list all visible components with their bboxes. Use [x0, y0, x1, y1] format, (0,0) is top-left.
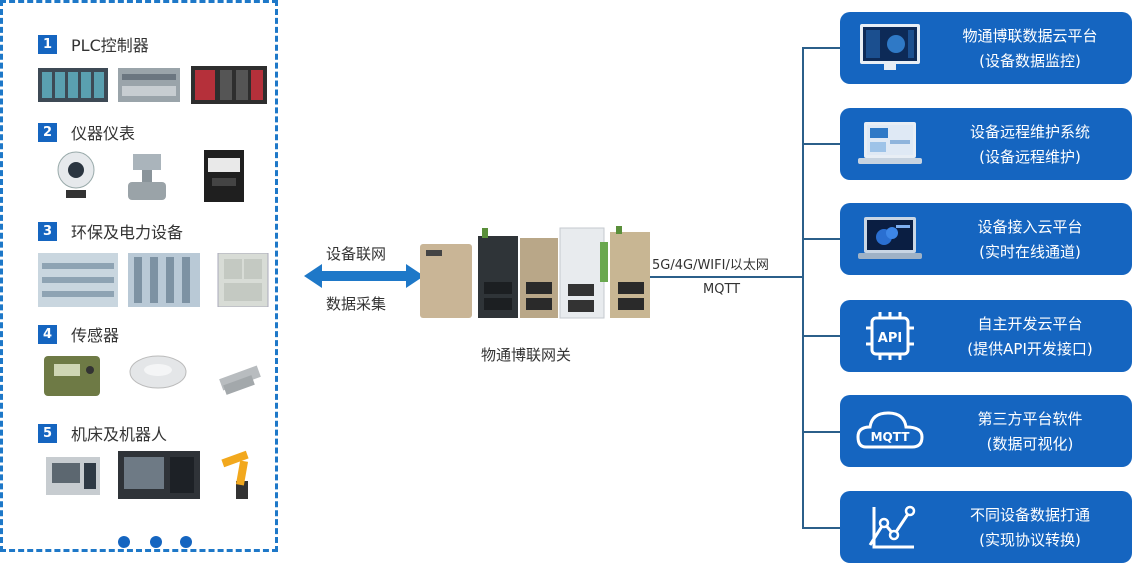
branch-line [802, 527, 840, 529]
platform-box-data-cloud: 物通博联数据云平台 (设备数据监控) [840, 12, 1132, 84]
platform-title: 自主开发云平台 [977, 315, 1083, 333]
category-number: 2 [38, 122, 57, 142]
category-instruments: 2 仪器仪表 [38, 122, 136, 143]
device-category-panel [0, 0, 278, 552]
gateway-connector-line [650, 276, 803, 278]
category-title: 环保及电力设备 [71, 223, 184, 242]
category-plc: 1 PLC控制器 [38, 34, 149, 55]
platform-subtitle: (实时在线通道) [979, 243, 1081, 261]
svg-text:MQTT: MQTT [871, 430, 911, 444]
protocol-network-label: 5G/4G/WIFI/以太网 [652, 258, 769, 273]
platform-title: 不同设备数据打通 [969, 506, 1090, 524]
laptop-icon [858, 122, 922, 164]
device-networking-label: 设备联网 [326, 245, 387, 263]
gateway-devices-image [420, 226, 650, 319]
machine-tool-robot-image [46, 450, 249, 499]
category-machine-tools-robots: 5 机床及机器人 [38, 423, 168, 444]
platform-title: 设备接入云平台 [977, 218, 1083, 236]
category-number: 1 [38, 34, 57, 54]
plc-controller-image [38, 66, 267, 104]
platform-box-third-party: MQTT 第三方平台软件 (数据可视化) [840, 395, 1132, 467]
platform-box-data-interconnect: 不同设备数据打通 (实现协议转换) [840, 491, 1132, 563]
svg-text:API: API [878, 331, 902, 346]
branch-line [802, 238, 840, 240]
more-dot [180, 536, 192, 548]
platform-subtitle: (提供API开发接口) [967, 340, 1093, 358]
platform-title: 物通博联数据云平台 [962, 27, 1098, 45]
bidirectional-arrow-icon [304, 264, 424, 288]
platform-bus-line [802, 47, 804, 528]
more-dot [118, 536, 130, 548]
monitor-dashboard-icon [860, 24, 920, 70]
chart-network-icon [868, 505, 916, 549]
branch-line [802, 143, 840, 145]
platform-subtitle: (实现协议转换) [979, 531, 1081, 549]
branch-line [802, 431, 840, 433]
platform-subtitle: (设备数据监控) [979, 52, 1081, 70]
category-title: 传感器 [71, 326, 120, 345]
category-number: 3 [38, 221, 57, 241]
data-acquisition-label: 数据采集 [326, 295, 387, 313]
mqtt-cloud-icon: MQTT [856, 411, 924, 449]
branch-line [802, 47, 840, 49]
more-dot [150, 536, 162, 548]
category-title: 仪器仪表 [71, 124, 136, 143]
platform-box-api: API 自主开发云平台 (提供API开发接口) [840, 300, 1132, 372]
environmental-power-equipment-image [38, 253, 269, 307]
api-chip-icon: API [866, 312, 914, 360]
branch-line [802, 335, 840, 337]
category-sensors: 4 传感器 [38, 324, 120, 345]
laptop-cloud-icon [858, 217, 922, 259]
platform-subtitle: (设备远程维护) [979, 148, 1081, 166]
category-number: 4 [38, 324, 57, 344]
category-number: 5 [38, 423, 57, 443]
platform-subtitle: (数据可视化) [986, 435, 1074, 453]
instrument-image [57, 150, 244, 202]
protocol-mqtt-label: MQTT [703, 282, 741, 297]
platform-box-device-access: 设备接入云平台 (实时在线通道) [840, 203, 1132, 275]
gateway-title: 物通博联网关 [481, 346, 572, 364]
platform-title: 设备远程维护系统 [969, 123, 1090, 141]
category-title: 机床及机器人 [71, 425, 168, 444]
platform-box-remote-maintenance: 设备远程维护系统 (设备远程维护) [840, 108, 1132, 180]
category-title: PLC控制器 [71, 36, 149, 55]
platform-title: 第三方平台软件 [977, 410, 1083, 428]
sensor-image [44, 355, 261, 396]
category-environmental-power: 3 环保及电力设备 [38, 221, 184, 242]
